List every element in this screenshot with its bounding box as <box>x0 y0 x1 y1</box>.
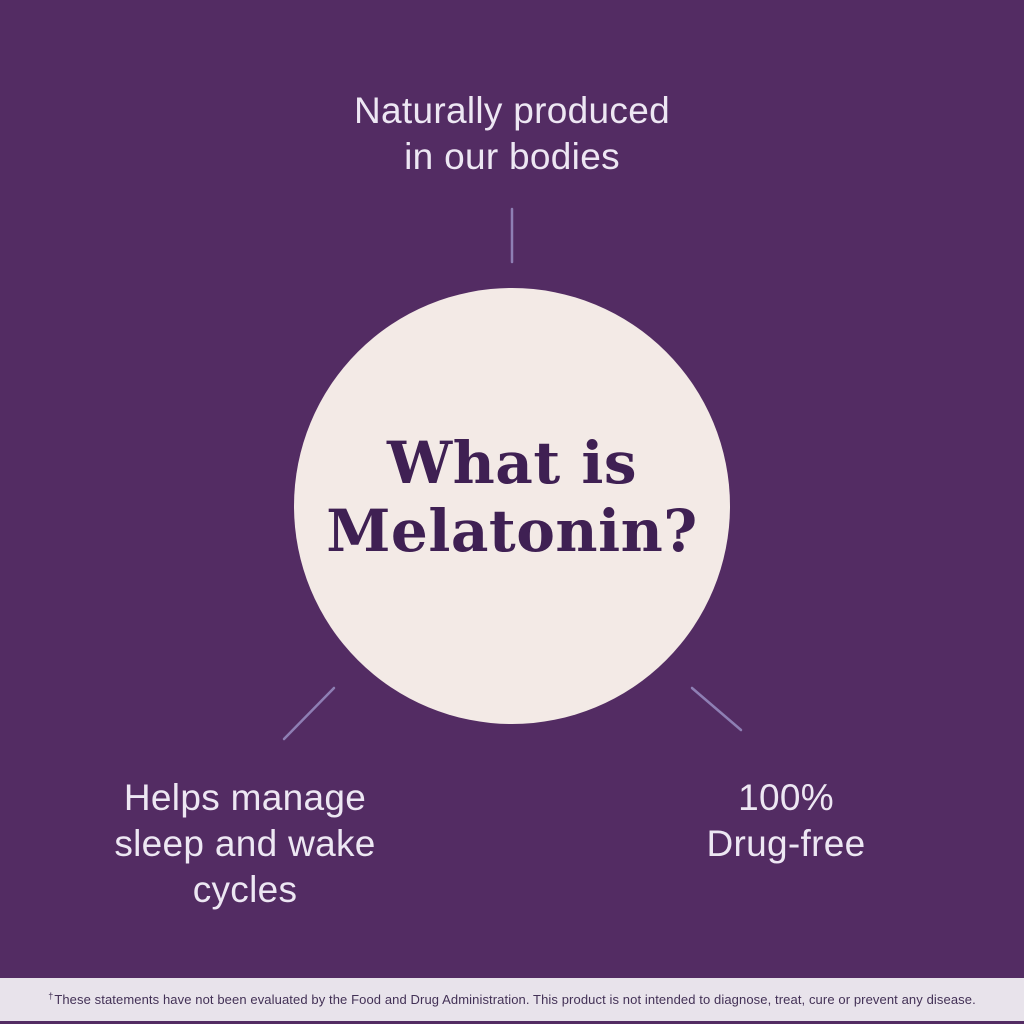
callout-top-line2: in our bodies <box>404 135 620 177</box>
callout-bl-line1: Helps manage <box>123 777 367 818</box>
callout-bl-line3: cycles <box>192 868 298 910</box>
callout-top-line1: Naturally produced <box>354 90 670 131</box>
callout-sleep-wake-cycles: Helps manage sleep and wake cycles <box>55 775 435 913</box>
callout-br-line1: 100% <box>738 777 834 818</box>
center-circle: What is Melatonin? <box>294 288 730 724</box>
callout-drug-free: 100% Drug-free <box>620 775 952 867</box>
callout-br-line2: Drug-free <box>706 822 866 864</box>
callout-naturally-produced: Naturally produced in our bodies <box>0 88 1024 180</box>
fda-disclaimer-bar: †These statements have not been evaluate… <box>0 978 1024 1021</box>
callout-bl-line2: sleep and wake <box>114 822 376 864</box>
title-line2: Melatonin? <box>326 497 698 565</box>
main-title: What is Melatonin? <box>326 429 698 566</box>
connector-line-bottom-right <box>690 686 743 732</box>
title-line1: What is <box>386 428 638 497</box>
disclaimer-body: These statements have not been evaluated… <box>54 992 976 1007</box>
connector-line-bottom-left <box>282 686 336 741</box>
disclaimer-dagger: † <box>48 990 54 1001</box>
fda-disclaimer-text: †These statements have not been evaluate… <box>48 990 976 1007</box>
